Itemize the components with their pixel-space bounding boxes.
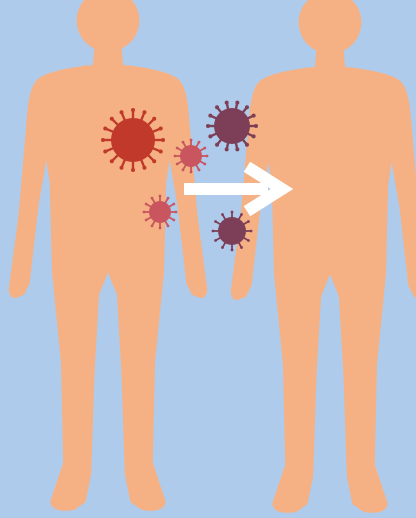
virus-spike-tip xyxy=(206,124,210,128)
virus-spike-tip xyxy=(152,159,156,163)
virus-spike-tip xyxy=(159,149,163,153)
virus-spike-tip xyxy=(214,220,217,223)
virus-spike-tip xyxy=(206,155,209,158)
virus-body xyxy=(149,201,171,223)
virus-spike-tip xyxy=(131,108,135,112)
virus-spike-tip xyxy=(190,171,193,174)
virus-spike-tip xyxy=(208,134,212,138)
virus-spike-tip xyxy=(250,230,253,233)
virus-spike-tip xyxy=(247,220,250,223)
virus-spike-tip xyxy=(151,197,154,200)
virus-spike-tip xyxy=(167,224,170,227)
virus-spike-tip xyxy=(240,246,243,249)
virus-spike-tip xyxy=(235,147,239,151)
virus-spike-tip xyxy=(172,203,175,206)
virus-spike-tip xyxy=(245,105,249,109)
virus-spike-tip xyxy=(120,166,124,170)
virus-spike-tip xyxy=(221,213,224,216)
virus-spike-tip xyxy=(208,114,212,118)
virus-spike-tip xyxy=(214,239,217,242)
virus-spike-tip xyxy=(252,114,256,118)
virus-spike-tip xyxy=(235,101,239,105)
virus-spike-tip xyxy=(142,110,146,114)
virus-spike-tip xyxy=(203,147,206,150)
virus-spike-tip xyxy=(198,141,201,144)
virus-spike-tip xyxy=(176,163,179,166)
virus-spike-tip xyxy=(225,147,229,151)
virus-body xyxy=(214,108,250,144)
virus-spike-tip xyxy=(252,134,256,138)
virus-spike-tip xyxy=(247,239,250,242)
virus-spike-tip xyxy=(176,147,179,150)
virus-spike-tip xyxy=(103,149,107,153)
virus-spike-tip xyxy=(142,166,146,170)
virus-spike-tip xyxy=(254,124,258,128)
virus-spike-tip xyxy=(240,213,243,216)
virus-spike-tip xyxy=(212,230,215,233)
virus-spike-tip xyxy=(110,117,114,121)
virus-spike-tip xyxy=(225,101,229,105)
virus-spike-tip xyxy=(103,127,107,131)
virus-spike-tip xyxy=(182,168,185,171)
virus-spike-tip xyxy=(159,127,163,131)
virus-spike-tip xyxy=(198,168,201,171)
virus-spike-tip xyxy=(131,168,135,172)
virus-spike-tip xyxy=(159,195,162,198)
virus-spike-tip xyxy=(174,155,177,158)
virus-spike-tip xyxy=(151,224,154,227)
virus-spike-tip xyxy=(221,246,224,249)
virus-spike-tip xyxy=(143,211,146,214)
virus-body xyxy=(218,217,246,245)
virus-body xyxy=(180,145,202,167)
virus-spike-tip xyxy=(145,219,148,222)
virus-spike-tip xyxy=(175,211,178,214)
virus-spike-tip xyxy=(215,143,219,147)
virus-spike-tip xyxy=(110,159,114,163)
virus-spike-tip xyxy=(231,211,234,214)
virus-spike-tip xyxy=(161,138,165,142)
virus-spike-tip xyxy=(203,163,206,166)
virus-spike-tip xyxy=(167,197,170,200)
virus-spike-tip xyxy=(145,203,148,206)
virus-spike-tip xyxy=(190,139,193,142)
virus-body xyxy=(111,118,155,162)
virus-spike-tip xyxy=(120,110,124,114)
virus-spike-tip xyxy=(231,249,234,252)
virus-spike-tip xyxy=(101,138,105,142)
virus-spike-tip xyxy=(172,219,175,222)
virus-spike-tip xyxy=(159,227,162,230)
virus-spike-tip xyxy=(215,105,219,109)
virus-spike-tip xyxy=(182,141,185,144)
virus-spike-tip xyxy=(245,143,249,147)
large-virus-icon xyxy=(101,108,165,172)
virus-spike-tip xyxy=(152,117,156,121)
